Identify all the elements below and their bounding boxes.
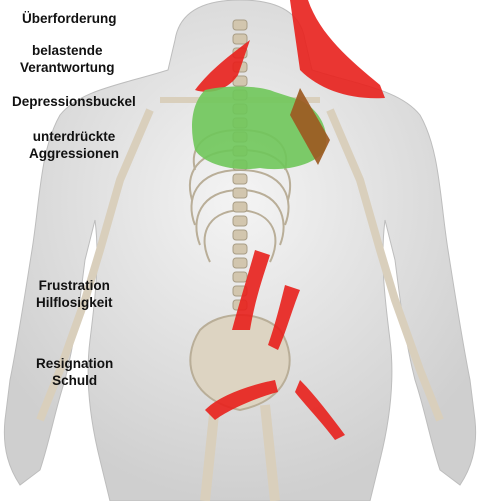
label-responsibility-line-2: Verantwortung <box>20 59 115 76</box>
label-resignation: Resignation Schuld <box>36 355 113 389</box>
label-responsibility-line-1: belastende <box>20 42 115 59</box>
label-depression-line-1: Depressionsbuckel <box>12 93 136 110</box>
label-resignation-line-2: Schuld <box>36 372 113 389</box>
label-overload-line-1: Überforderung <box>22 10 117 27</box>
label-depression: Depressionsbuckel <box>12 93 136 110</box>
label-resignation-line-1: Resignation <box>36 355 113 372</box>
label-aggression-line-2: Aggressionen <box>29 145 119 162</box>
label-aggression: unterdrückte Aggressionen <box>29 128 119 162</box>
label-responsibility: belastende Verantwortung <box>20 42 115 76</box>
label-frustration-line-1: Frustration <box>36 277 113 294</box>
label-overload: Überforderung <box>22 10 117 27</box>
label-aggression-line-1: unterdrückte <box>29 128 119 145</box>
label-frustration: Frustration Hilflosigkeit <box>36 277 113 311</box>
label-frustration-line-2: Hilflosigkeit <box>36 294 113 311</box>
